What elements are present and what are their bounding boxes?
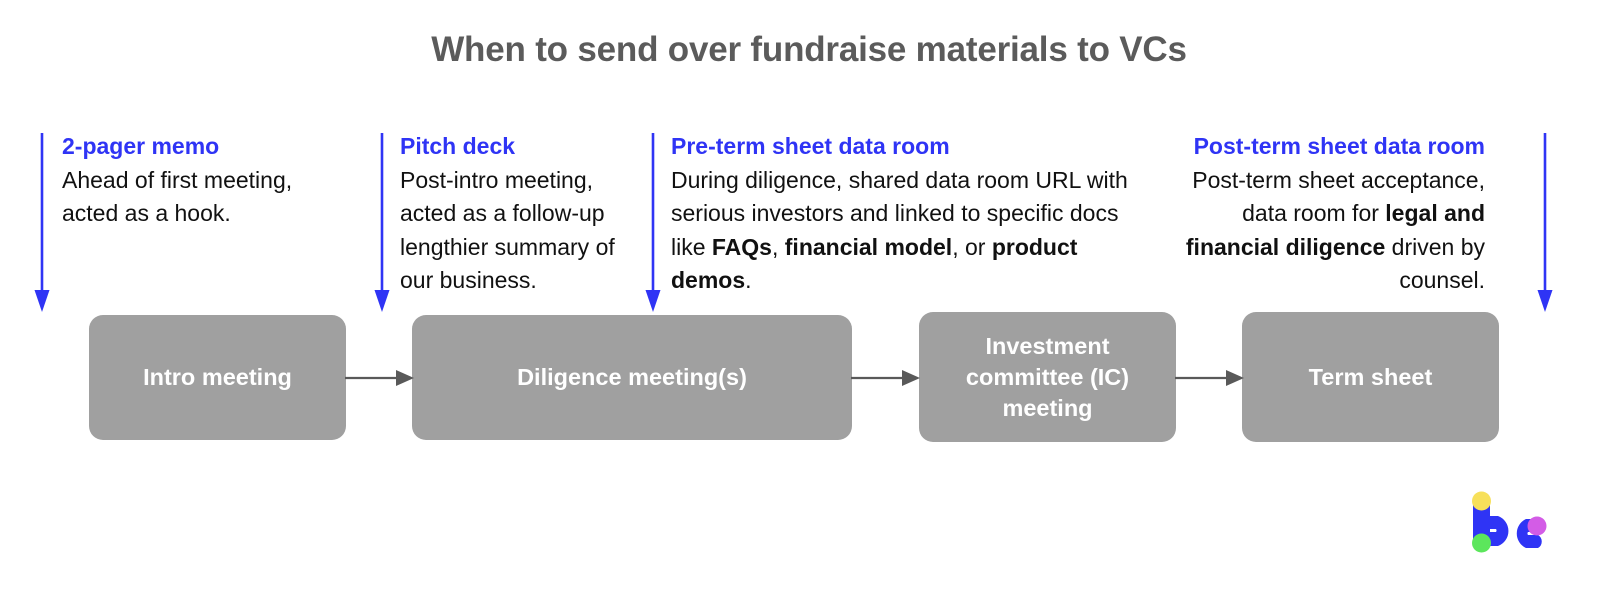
down-arrow-icon-1 xyxy=(33,133,51,313)
annotation-heading: Pre-term sheet data room xyxy=(671,133,950,159)
right-arrow-icon-1 xyxy=(345,367,415,389)
down-arrow-icon-2 xyxy=(373,133,391,313)
annotation-heading: Post-term sheet data room xyxy=(1193,133,1485,159)
annotation-body: Post-term sheet acceptance, data room fo… xyxy=(1185,166,1485,294)
down-arrow-icon-4 xyxy=(1536,133,1554,313)
annotation-block-pitch-deck: Pitch deck Post-intro meeting, acted as … xyxy=(400,130,640,298)
right-arrow-icon-3 xyxy=(1175,367,1245,389)
down-arrow-icon-3 xyxy=(644,133,662,313)
annotation-body: Ahead of first meeting, acted as a hook. xyxy=(62,166,293,227)
annotation-body: Post-intro meeting, acted as a follow-up… xyxy=(400,166,615,294)
page-title: When to send over fundraise materials to… xyxy=(431,30,1187,69)
bc-logo xyxy=(1466,488,1552,554)
annotation-block-2-pager-memo: 2-pager memo Ahead of first meeting, act… xyxy=(62,130,352,231)
annotation-block-pre-term-sheet-data-room: Pre-term sheet data room During diligenc… xyxy=(671,130,1151,298)
annotation-body: During diligence, shared data room URL w… xyxy=(671,166,1128,294)
annotation-heading: 2-pager memo xyxy=(62,133,220,159)
annotation-block-post-term-sheet-data-room: Post-term sheet data room Post-term shee… xyxy=(1163,130,1485,298)
annotation-heading: Pitch deck xyxy=(400,133,516,159)
right-arrow-icon-2 xyxy=(851,367,921,389)
flow-box-intro-meeting[interactable]: Intro meeting xyxy=(89,315,346,440)
flow-box-investment-committee-meeting[interactable]: Investment committee (IC) meeting xyxy=(919,312,1176,442)
flow-box-term-sheet[interactable]: Term sheet xyxy=(1242,312,1499,442)
flow-box-diligence-meetings[interactable]: Diligence meeting(s) xyxy=(412,315,852,440)
